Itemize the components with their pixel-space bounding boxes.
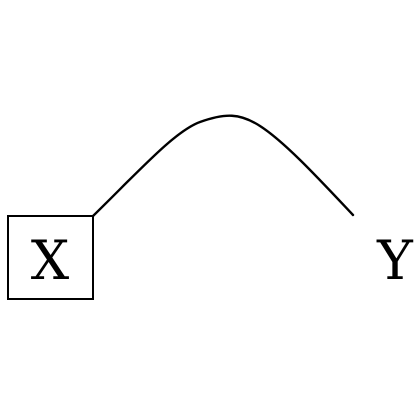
node-y-label: Y xyxy=(376,229,414,292)
edge-x-to-y xyxy=(91,114,355,218)
node-x-box xyxy=(7,215,94,300)
node-x-label: X xyxy=(31,229,70,292)
node-x: X xyxy=(7,215,94,300)
node-y: Y xyxy=(376,229,414,292)
